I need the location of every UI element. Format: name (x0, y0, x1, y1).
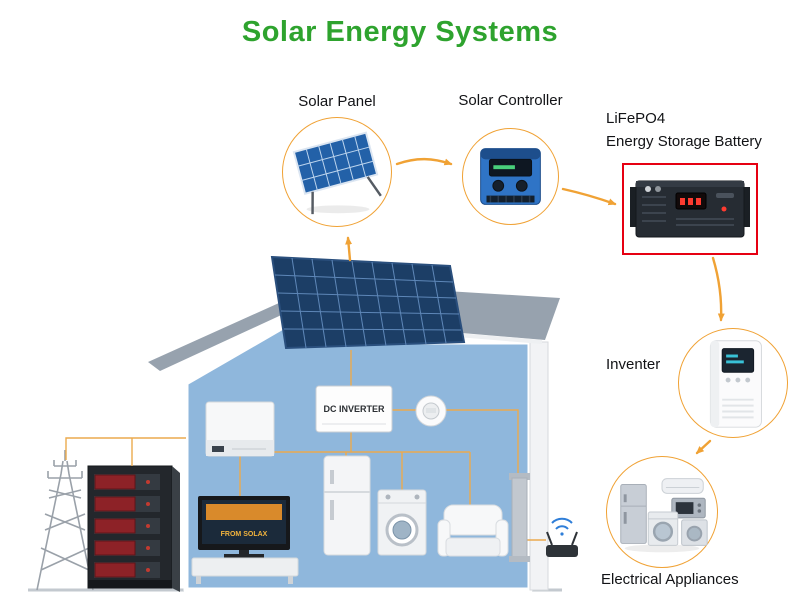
house-side-wall (529, 341, 549, 591)
appliances-node (606, 456, 718, 568)
solar-controller-icon (480, 148, 541, 205)
appliances-icon (620, 478, 708, 553)
dc-inverter-label: DC INVERTER (323, 404, 385, 414)
battery-icon (630, 180, 750, 238)
solar-panel-label: Solar Panel (298, 93, 376, 110)
sofa (437, 504, 509, 557)
appliances-label: Electrical Appliances (601, 571, 739, 588)
inverter-icon (709, 340, 762, 428)
rooftop-solar-panel (270, 255, 466, 350)
solar-controller-label: Solar Controller (458, 92, 563, 109)
battery-rack (87, 465, 180, 592)
solar-panel-node (282, 117, 392, 227)
page-title: Solar Energy Systems (241, 16, 559, 48)
smart-meter (415, 395, 447, 427)
battery-node (622, 163, 758, 255)
column (509, 473, 530, 562)
wall-inverter (205, 401, 275, 457)
wifi-router-icon (546, 517, 578, 557)
washing-machine (377, 489, 427, 556)
battery-label-line2: Energy Storage Battery (606, 133, 762, 150)
tv-console (191, 557, 299, 584)
dc-inverter-box: DC INVERTER (315, 385, 393, 433)
solar-controller-node (462, 128, 559, 225)
inverter-label: Inventer (606, 356, 661, 373)
transmission-tower-icon (36, 450, 94, 591)
tv-caption: FROM SOLAX (221, 531, 268, 538)
flow-arrows (345, 157, 725, 455)
battery-label-line1: LiFePO4 (606, 110, 666, 127)
solar-panel-icon (292, 131, 382, 215)
inverter-node (678, 328, 788, 438)
tv-set: FROM SOLAX (191, 496, 299, 584)
fridge (323, 455, 371, 556)
